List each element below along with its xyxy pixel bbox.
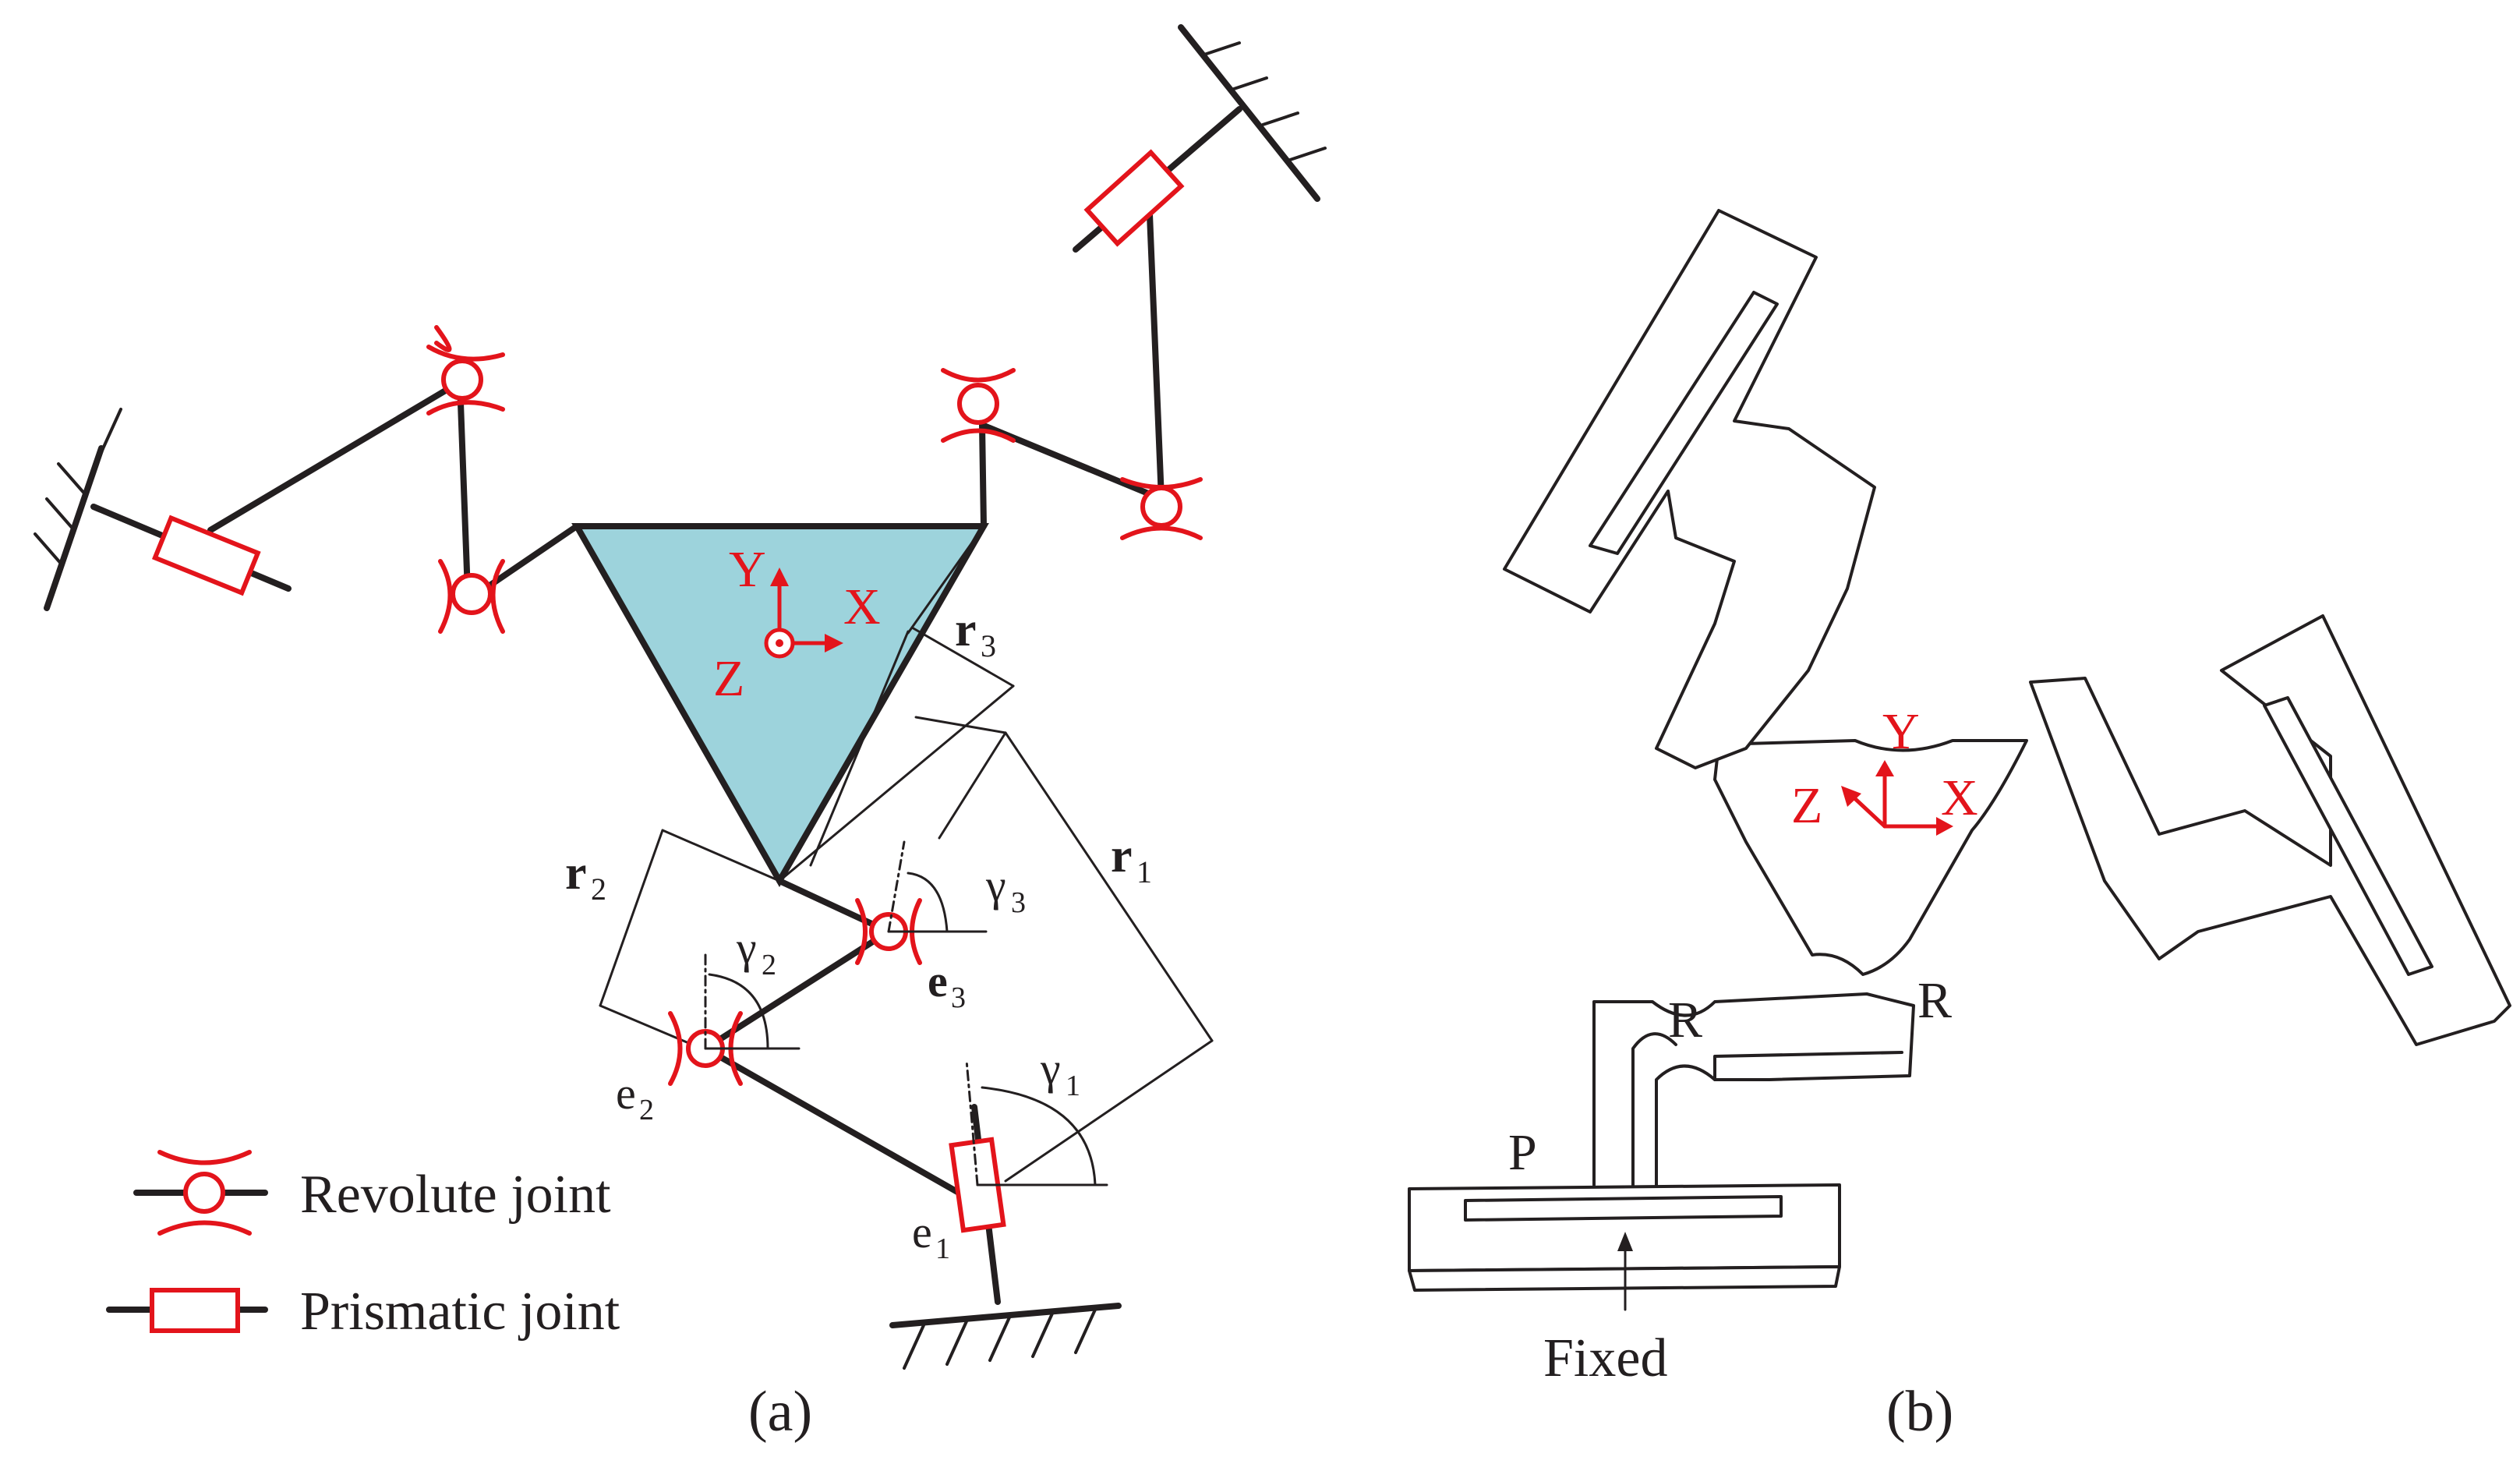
ground-leg1 (889, 1303, 1122, 1370)
fixed-label: Fixed (1543, 1328, 1667, 1388)
r1-label: r (1111, 829, 1133, 882)
revolute-joint-leg3-upper (941, 368, 1016, 443)
angle-labels: γ 3 γ 2 γ 1 (736, 860, 1080, 1102)
legend-prismatic-label: Prismatic joint (300, 1282, 620, 1342)
base-link (1592, 992, 1915, 1186)
gamma2-label: γ (736, 922, 757, 973)
e3-subscript: 3 (951, 981, 966, 1014)
r3-label: r (955, 603, 977, 656)
gamma1-label: γ (1040, 1043, 1061, 1094)
gamma1-subscript: 1 (1066, 1070, 1080, 1102)
frame-b-x-label: X (1941, 769, 1978, 826)
platform-b (1713, 739, 2028, 976)
vector-r1-dimension (778, 684, 1214, 1183)
legend-revolute-symbol (133, 1150, 268, 1236)
legend-prismatic-symbol (106, 1288, 268, 1333)
gamma2-subscript: 2 (762, 949, 776, 981)
revolute-label-right: R (1917, 972, 1952, 1029)
legend-revolute-label: Revolute joint (300, 1165, 611, 1225)
r2-subscript: 2 (591, 872, 606, 907)
frame-a-y-label: Y (729, 541, 766, 598)
r1-subscript: 1 (1136, 854, 1152, 889)
r3-subscript: 3 (981, 628, 996, 663)
revolute-joint-leg3-lower (1120, 477, 1203, 540)
ground-leg3 (1178, 24, 1327, 202)
vector-labels: r 3 r 1 r 2 (565, 603, 1152, 907)
revolute-joint-leg2-lower (438, 559, 505, 634)
frame-b-y-label: Y (1882, 703, 1920, 760)
frame-b-z-label: Z (1791, 777, 1822, 834)
vector-r3-dimension (809, 525, 1015, 867)
e3-label: e (928, 956, 948, 1006)
ground-leg2 (34, 408, 122, 611)
platform-frame-b: Y X Z (1791, 703, 1978, 836)
gamma3-label: γ (985, 860, 1006, 911)
caption-a: (a) (748, 1380, 812, 1444)
vector-r2-dimension (599, 829, 781, 1050)
prismatic-joint-leg2 (151, 515, 261, 596)
panel-a: Y X Z r 3 r 1 r 2 γ 3 γ 2 γ 1 e 3 e 2 e … (34, 24, 1327, 1444)
frame-a-x-label: X (843, 578, 881, 635)
arm-upper-left (1503, 209, 1876, 769)
leg-links (90, 106, 1242, 1305)
platform-frame: Y X Z (713, 541, 881, 707)
e1-subscript: 1 (935, 1232, 950, 1265)
joint-labels: e 3 e 2 e 1 (616, 956, 966, 1265)
legend: Revolute joint Prismatic joint (106, 1150, 620, 1342)
caption-b: (b) (1886, 1380, 1953, 1444)
moving-platform (571, 523, 989, 888)
r2-label: r (565, 847, 587, 900)
prismatic-label: P (1508, 1124, 1537, 1181)
prismatic-joint-leg3 (1083, 149, 1185, 247)
frame-a-z-label: Z (713, 650, 744, 707)
e1-label: e (912, 1207, 932, 1257)
e2-label: e (616, 1068, 636, 1119)
gamma3-subscript: 3 (1011, 886, 1026, 919)
angle-markers (704, 840, 1108, 1186)
e2-subscript: 2 (639, 1094, 654, 1126)
revolute-label-left: R (1668, 992, 1702, 1048)
revolute-joint-leg2-upper (426, 325, 505, 416)
panel-b: Y X Z R R P Fixed (b) (1408, 209, 2511, 1444)
arm-right (2029, 614, 2511, 1046)
